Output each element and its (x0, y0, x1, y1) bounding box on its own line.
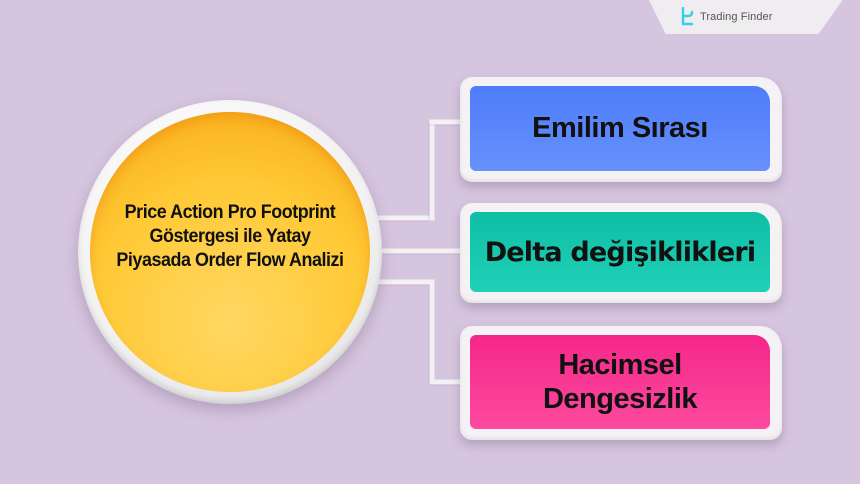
center-line-3: Piyasada Order Flow Analizi (116, 249, 344, 271)
center-node-label: Price Action Pro Footprint Göstergesi il… (110, 200, 349, 272)
brand-name: Trading Finder (700, 11, 773, 23)
center-node: Price Action Pro Footprint Göstergesi il… (78, 100, 382, 404)
branch-label-line-1: Hacimsel (558, 349, 682, 381)
branch-label: Delta değişiklikleri (484, 236, 756, 268)
branch-label: Hacimsel Dengesizlik (542, 348, 698, 416)
branch-node-absorption: Emilim Sırası (460, 77, 782, 182)
branch-node-fill: Delta değişiklikleri (470, 212, 770, 292)
branch-label-line-2: Dengesizlik (542, 383, 698, 415)
branch-node-fill: Emilim Sırası (470, 86, 770, 171)
branch-node-fill: Hacimsel Dengesizlik (470, 335, 770, 429)
center-node-fill: Price Action Pro Footprint Göstergesi il… (90, 112, 370, 392)
connector-top (378, 119, 462, 221)
center-line-2: Göstergesi ile Yatay (149, 225, 311, 247)
logo-tab (648, 0, 844, 34)
center-line-1: Price Action Pro Footprint (124, 201, 336, 223)
trading-finder-logo-icon (681, 7, 694, 26)
connector-bottom (378, 279, 462, 385)
branch-node-imbalance: Hacimsel Dengesizlik (460, 326, 782, 440)
brand-logo: Trading Finder (680, 6, 773, 28)
branch-label: Emilim Sırası (532, 112, 708, 144)
branch-node-delta: Delta değişiklikleri (460, 203, 782, 303)
